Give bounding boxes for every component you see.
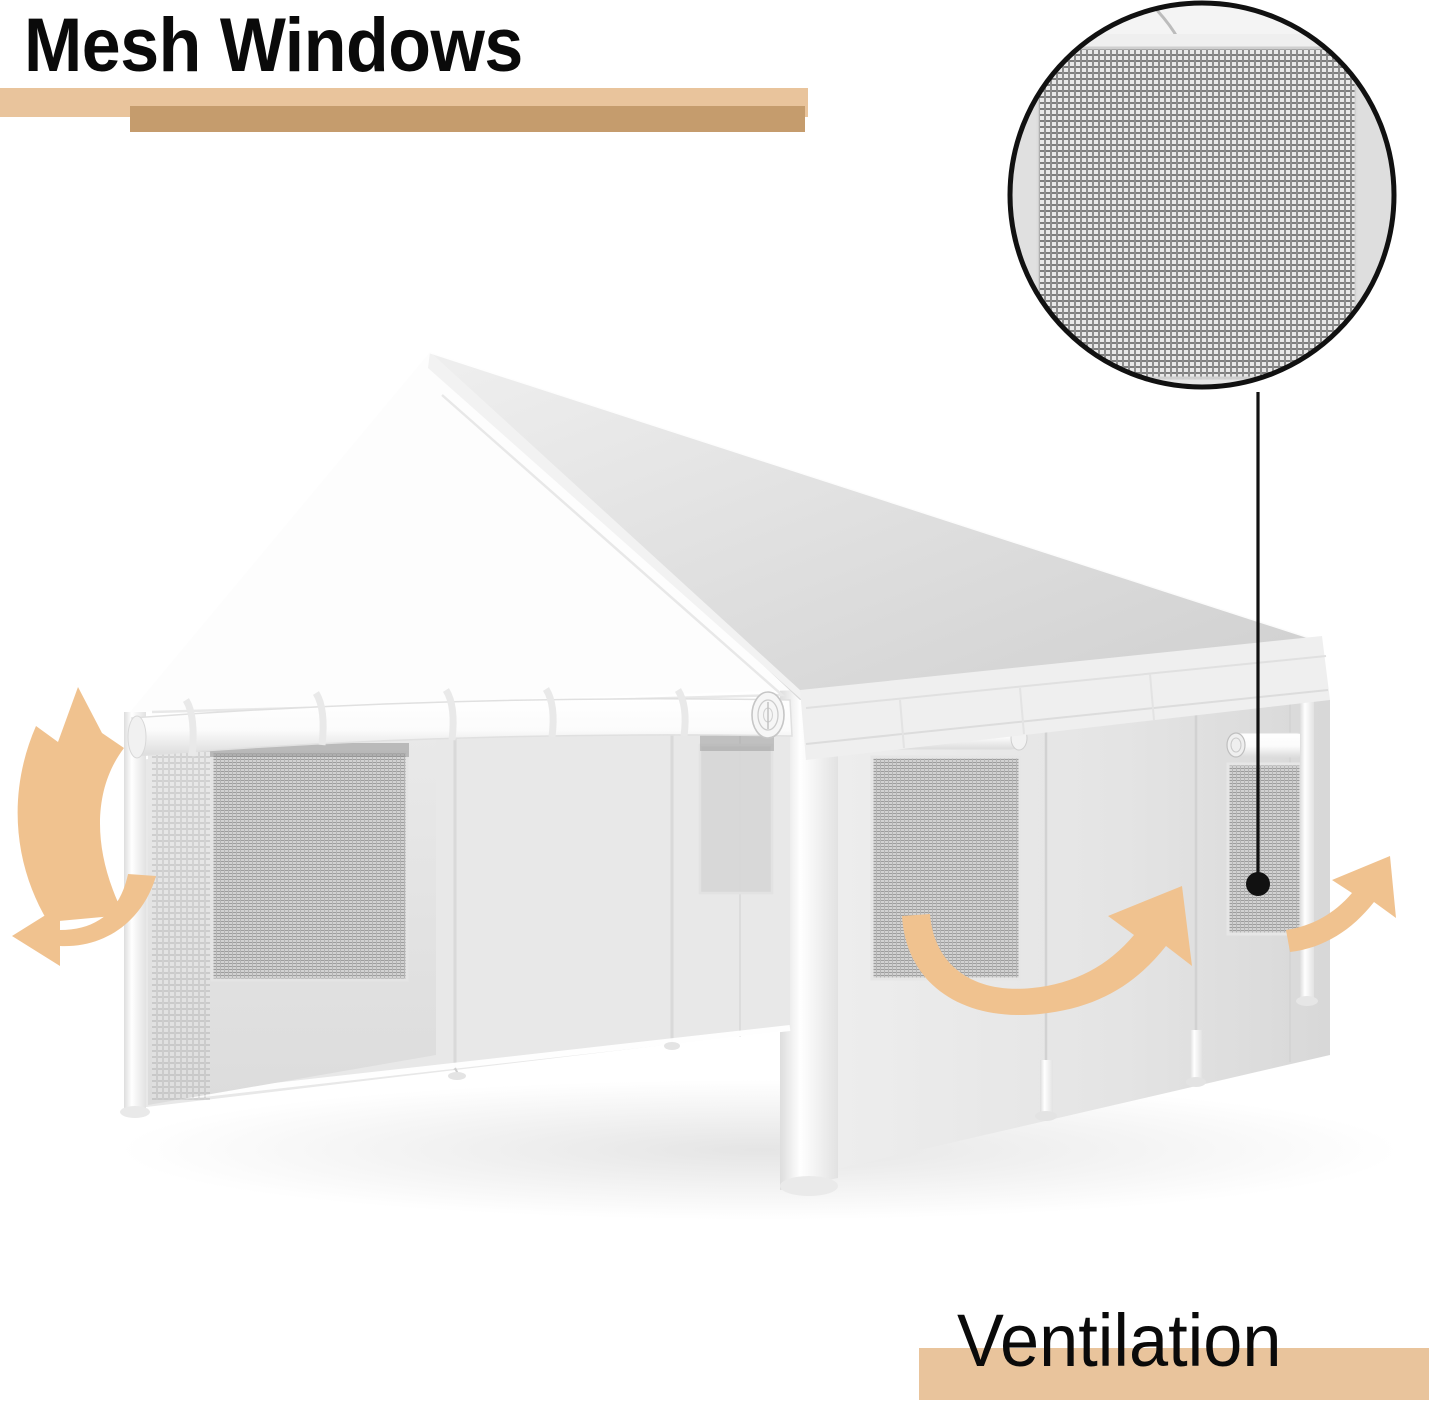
arrow-right-main: [902, 886, 1192, 1016]
roof-eave-band: [800, 636, 1330, 760]
heading-bar-light-ventilation: [919, 1348, 1429, 1400]
heading-ventilation-text: Ventilation: [957, 1299, 1282, 1382]
mesh-window-right-1: [870, 755, 1022, 981]
roof-right-slope: [430, 352, 1318, 700]
heading-mesh-windows: Mesh Windows: [0, 0, 900, 160]
arrow-left-upper: [17, 687, 124, 922]
ground-shadow: [120, 1080, 1400, 1220]
front-gable: [130, 352, 800, 712]
airflow-arrows: [12, 687, 1396, 1016]
roof-left-facet: [428, 352, 802, 700]
arrow-right-far: [1286, 856, 1396, 952]
heading-mesh-windows-text: Mesh Windows: [24, 3, 523, 88]
heading-bar-dark: [130, 106, 805, 132]
front-awning-roller-tube: [127, 687, 793, 759]
roller-end-cap: [751, 691, 785, 739]
mesh-window-left: [210, 743, 409, 982]
callout-circle-outline: [1007, 0, 1397, 390]
mesh-window-right-2: [1226, 762, 1303, 936]
callout-target-dot: [1246, 872, 1270, 896]
leg-right-mid-1: [1040, 1060, 1053, 1115]
leg-rear-right: [1300, 690, 1314, 1000]
heading-ventilation: Ventilation: [905, 1280, 1445, 1413]
carport-canopy: [120, 350, 1330, 1196]
mesh-window-interior: [698, 735, 774, 895]
leg-right-mid-2: [1190, 1030, 1202, 1082]
arrow-left-lower: [12, 874, 156, 966]
leg-front-right: [780, 660, 838, 1190]
rolled-flap-right-2: [1226, 732, 1310, 758]
